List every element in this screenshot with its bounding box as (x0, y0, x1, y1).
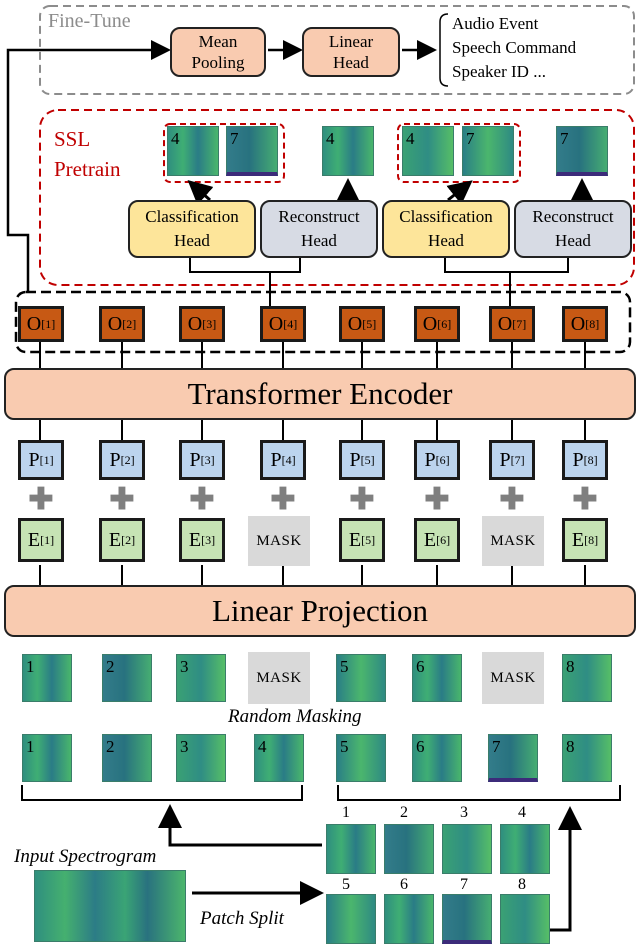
task-speaker-id: Speaker ID ... (452, 62, 546, 81)
grid-patch (326, 894, 376, 944)
ssl-output-patch: 7 (462, 126, 514, 176)
e-token: E[5] (339, 518, 385, 562)
ssl-output-patch: 7 (226, 126, 278, 176)
p-token: P[6] (414, 440, 460, 480)
o-token: O[3] (179, 306, 225, 342)
o-token: O[8] (562, 306, 608, 342)
grid-patch (384, 894, 434, 944)
p-token: P[3] (179, 440, 225, 480)
classification-head: Classification Head (382, 200, 510, 258)
e-token: E[3] (179, 518, 225, 562)
patch: 3 (176, 734, 226, 782)
masked-patch: 3 (176, 654, 226, 702)
patch: 7 (488, 734, 538, 782)
e-token: E[1] (18, 518, 64, 562)
plus-icon: ✚ (572, 482, 598, 516)
masked-patch: 2 (102, 654, 152, 702)
masked-patch: 5 (336, 654, 386, 702)
o-token: O[4] (260, 306, 306, 342)
p-token: P[5] (339, 440, 385, 480)
grid-patch (442, 824, 492, 874)
plus-icon: ✚ (189, 482, 215, 516)
linear-projection: Linear Projection (4, 585, 636, 637)
transformer-encoder: Transformer Encoder (4, 368, 636, 420)
p-token: P[2] (99, 440, 145, 480)
e-token: E[2] (99, 518, 145, 562)
patch: 5 (336, 734, 386, 782)
ssl-output-patch: 4 (402, 126, 454, 176)
patch: 4 (254, 734, 304, 782)
grid-patch (500, 824, 550, 874)
masked-patch: 6 (412, 654, 462, 702)
patch: 2 (102, 734, 152, 782)
grid-patch (384, 824, 434, 874)
grid-patch (326, 824, 376, 874)
random-masking-label: Random Masking (228, 706, 362, 727)
patch-split-label: Patch Split (200, 908, 284, 929)
grid-label: 6 (400, 876, 408, 893)
linear-head-box: Linear Head (302, 27, 400, 77)
classification-head: Classification Head (128, 200, 256, 258)
e-token: E[6] (414, 518, 460, 562)
masked-patch: 1 (22, 654, 72, 702)
ssl-box (39, 109, 635, 286)
e-token: E[8] (562, 518, 608, 562)
o-token: O[1] (18, 306, 64, 342)
o-token: O[6] (414, 306, 460, 342)
o-token: O[5] (339, 306, 385, 342)
ssl-label: SSL Pretrain (54, 127, 121, 181)
patch: 8 (562, 734, 612, 782)
grid-label: 5 (342, 876, 350, 893)
grid-patch (500, 894, 550, 944)
plus-icon: ✚ (109, 482, 135, 516)
p-token: P[1] (18, 440, 64, 480)
grid-label: 1 (342, 804, 350, 821)
reconstruct-head: Reconstruct Head (260, 200, 378, 258)
plus-icon: ✚ (270, 482, 296, 516)
input-spectrogram (34, 870, 186, 942)
task-speech-command: Speech Command (452, 38, 577, 57)
grid-label: 2 (400, 804, 408, 821)
reconstruct-head: Reconstruct Head (514, 200, 632, 258)
grid-label: 8 (518, 876, 526, 893)
o-tokens-box (14, 290, 632, 354)
fine-tune-label: Fine-Tune (48, 10, 131, 32)
grid-label: 4 (518, 804, 526, 821)
plus-icon: ✚ (349, 482, 375, 516)
plus-icon: ✚ (424, 482, 450, 516)
task-audio-event: Audio Event (452, 14, 539, 33)
patch: 6 (412, 734, 462, 782)
masked-patch: 8 (562, 654, 612, 702)
o-token: O[7] (489, 306, 535, 342)
p-token: P[4] (260, 440, 306, 480)
mask-token: MASK (482, 516, 544, 566)
ssl-output-patch: 4 (167, 126, 219, 176)
mask-token: MASK (248, 516, 310, 566)
tasks-list: Audio Event Speech Command Speaker ID ..… (452, 12, 576, 84)
patch: 1 (22, 734, 72, 782)
plus-icon: ✚ (499, 482, 525, 516)
fine-tune-box (39, 5, 635, 95)
p-token: P[7] (489, 440, 535, 480)
p-token: P[8] (562, 440, 608, 480)
ssl-output-patch: 4 (322, 126, 374, 176)
mask-patch: MASK (482, 652, 544, 704)
grid-label: 7 (460, 876, 468, 893)
grid-patch (442, 894, 492, 944)
input-spectrogram-label: Input Spectrogram (14, 846, 157, 867)
ssl-output-patch: 7 (556, 126, 608, 176)
o-token: O[2] (99, 306, 145, 342)
mean-pooling-box: Mean Pooling (170, 27, 266, 77)
grid-label: 3 (460, 804, 468, 821)
mask-patch: MASK (248, 652, 310, 704)
plus-icon: ✚ (28, 482, 54, 516)
